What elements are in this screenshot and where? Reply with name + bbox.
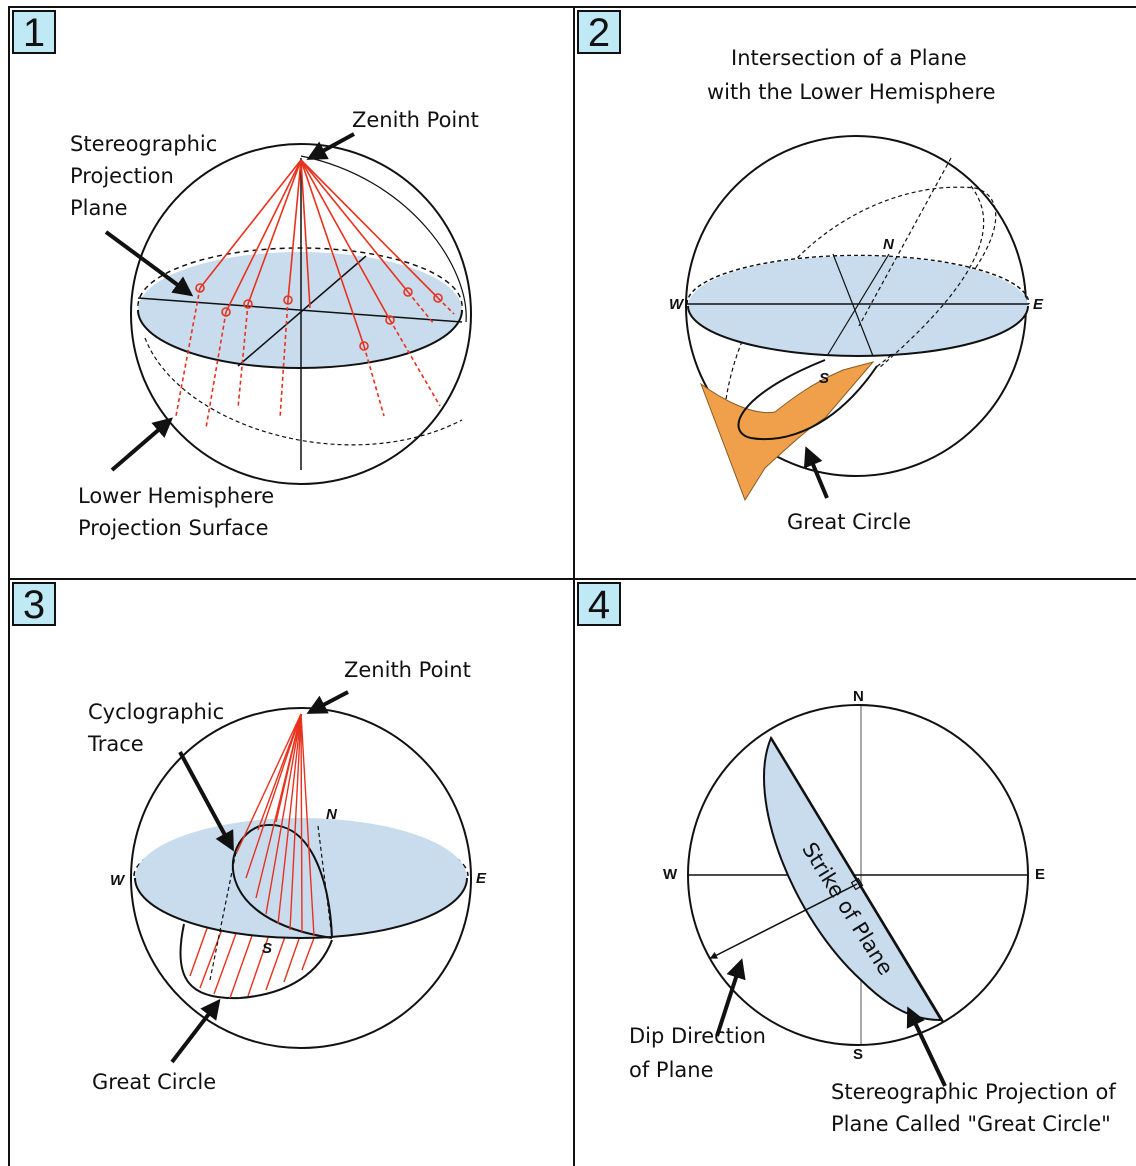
projection-rays (175, 159, 455, 429)
label-south: S (262, 940, 273, 957)
label-projection-surface: Projection Surface (78, 516, 269, 540)
label-zenith-point: Zenith Point (344, 658, 471, 682)
arrow-dip-direction (715, 958, 746, 1037)
equator-back (686, 254, 1030, 305)
label-projection: Projection (70, 164, 174, 188)
panel-3-drawing (130, 690, 472, 1064)
panel-number: 1 (12, 10, 56, 54)
label-cyclographic: Cyclographic (88, 700, 225, 724)
label-west: W (663, 866, 678, 883)
panel-2-drawing (685, 135, 1030, 502)
great-circle-arc (878, 185, 985, 369)
label-north: N (326, 806, 337, 823)
label-zenith-point: Zenith Point (352, 108, 479, 132)
label-lower-hemisphere: Lower Hemisphere (78, 484, 275, 508)
great-circle (179, 923, 333, 1000)
label-stereographic: Stereographic (70, 132, 218, 156)
sphere-outline (130, 707, 472, 1049)
arrow-great-circle (170, 998, 221, 1064)
equator-front (134, 877, 468, 939)
label-south: S (819, 370, 830, 387)
arrow-zenith (306, 690, 349, 714)
label-north: N (853, 688, 864, 705)
plane-axis (826, 253, 890, 357)
label-plane: Plane (70, 196, 128, 220)
strike-line (858, 157, 952, 327)
arrow-lower-surface (110, 417, 174, 472)
panel-1-drawing (104, 132, 472, 485)
label-of-plane: of Plane (629, 1058, 714, 1082)
label-great-circle: Great Circle (92, 1070, 217, 1094)
title-line-1: Intersection of a Plane (731, 46, 967, 70)
dipping-plane (699, 361, 875, 502)
label-great-circle: Great Circle (787, 510, 912, 534)
panel-1: 1 (8, 6, 575, 580)
arrow-plane (104, 230, 194, 297)
label-east: E (476, 870, 487, 887)
equator-front (687, 305, 1029, 357)
label-dip-direction: Dip Direction (629, 1024, 766, 1048)
plane-axis (237, 255, 367, 367)
arrow-zenith (306, 132, 355, 160)
primitive-circle (687, 704, 1029, 1046)
plane-axis (137, 297, 463, 323)
panel-2: 2 Intersection of a Plan (573, 6, 1136, 580)
arrow-projection (906, 1006, 947, 1087)
panel-number: 2 (577, 10, 621, 54)
panel-4-drawing (687, 704, 1029, 1087)
panel-number: 3 (12, 582, 56, 626)
equator-back (137, 247, 463, 307)
arrow-great-circle (803, 446, 829, 499)
label-west: W (669, 296, 684, 313)
dip-direction-line (709, 883, 858, 959)
equator-front (137, 309, 463, 369)
dipping-plane-back (724, 186, 997, 407)
panel-number: 4 (577, 582, 621, 626)
label-called-great-circle: Plane Called "Great Circle" (831, 1112, 1111, 1136)
plane-axis (832, 253, 874, 357)
projected-points (195, 283, 443, 351)
meridian-arc (300, 155, 467, 323)
label-west: W (110, 872, 125, 889)
great-circle (737, 359, 878, 441)
label-north: N (883, 236, 894, 253)
vertical-axis (317, 825, 333, 939)
label-east: E (1033, 296, 1044, 313)
lower-rays (189, 919, 315, 999)
label-east: E (1035, 866, 1046, 883)
label-trace: Trace (88, 732, 144, 756)
panel-4: 4 Strike of Plane Dip Direction of Plane… (573, 578, 1136, 1166)
panel-3: 3 (8, 578, 575, 1166)
arrow-cyclographic (178, 751, 234, 852)
strike-line (209, 851, 237, 981)
lower-hemisphere-trace (144, 337, 463, 446)
sphere-outline (130, 143, 472, 485)
label-south: S (853, 1046, 864, 1063)
great-circle-projection (763, 735, 943, 1022)
label-stereographic-projection: Stereographic Projection of (831, 1080, 1116, 1104)
projection-rays (235, 713, 315, 937)
title-line-2: with the Lower Hemisphere (707, 80, 996, 104)
